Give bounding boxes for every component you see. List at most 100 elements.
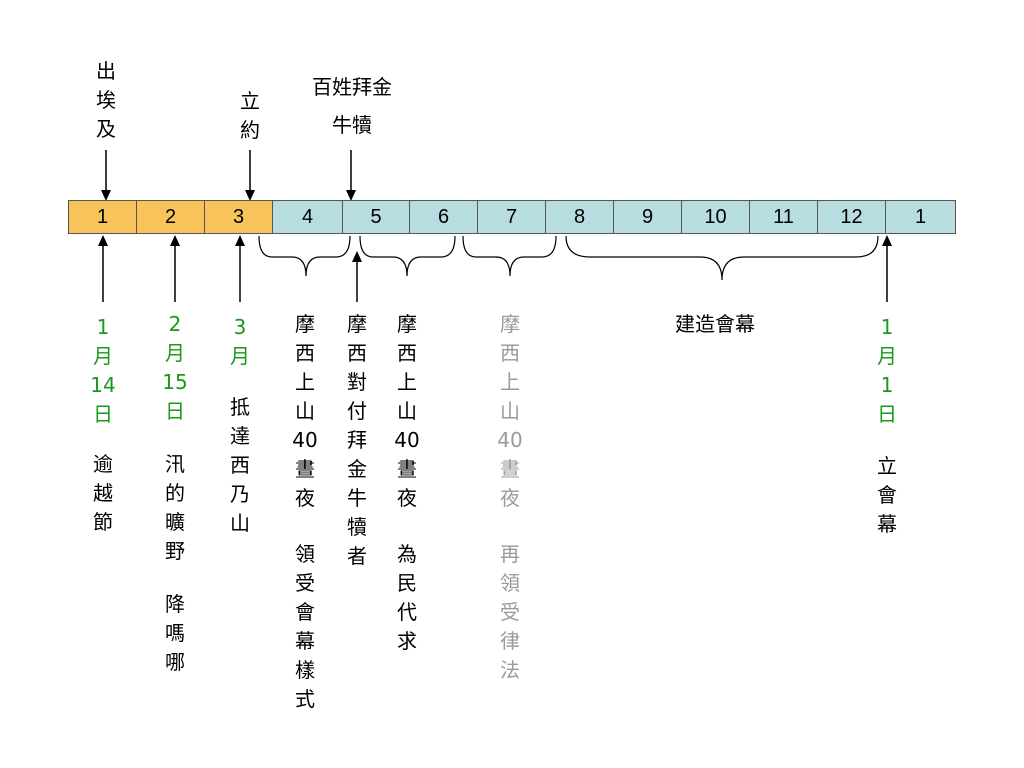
char: 越 (93, 481, 113, 505)
char: 會 (877, 483, 897, 507)
char: 汛 (165, 452, 185, 476)
arrow-1-1-head (882, 235, 892, 246)
label-intercede: 為民代求 (392, 540, 422, 656)
char: 夜 (500, 486, 520, 510)
char: 晝 (500, 457, 520, 481)
char: 受 (295, 571, 315, 595)
char: 摩 (500, 312, 520, 336)
char: 1 (880, 373, 894, 397)
char: 求 (397, 629, 417, 653)
arrow-3-head (235, 235, 245, 246)
char: 月 (165, 341, 185, 365)
arrow-2-15-head (170, 235, 180, 246)
month-cell: 6 (409, 200, 478, 234)
char: 山 (230, 511, 250, 535)
char: 達 (230, 424, 250, 448)
connectors (98, 150, 892, 302)
char: 3 (233, 315, 247, 339)
char: 乃 (230, 482, 250, 506)
char: 晝 (397, 457, 417, 481)
char: 逾 (93, 452, 113, 476)
char: 者 (347, 544, 367, 568)
label-build: 建造會幕 (675, 312, 755, 336)
char: 山 (500, 399, 520, 423)
char: 式 (295, 687, 315, 711)
label-manna: 汛的曠野 (160, 450, 190, 566)
char: 40 (394, 428, 420, 452)
char: 1 (96, 315, 110, 339)
label-passover: 逾越節 (88, 450, 118, 537)
char: 受 (500, 600, 520, 624)
month-cell: 10 (681, 200, 750, 234)
month-cell: 7 (477, 200, 546, 234)
char: 對 (347, 370, 367, 394)
char: 再 (500, 542, 520, 566)
char: 出 (96, 59, 116, 83)
char: 日 (165, 399, 185, 423)
char: 40 (497, 428, 523, 452)
char: 嗎 (165, 621, 185, 645)
char: 2 (168, 312, 182, 336)
char: 日 (93, 402, 113, 426)
char: 西 (295, 341, 315, 365)
label-date-2-15: 2 月 15 日 (160, 310, 190, 426)
char: 40 (292, 428, 318, 452)
char: 抵 (230, 395, 250, 419)
arrow-1-14-head (98, 235, 108, 246)
char: 上 (500, 370, 520, 394)
char: 摩 (397, 312, 417, 336)
char: 金 (347, 457, 367, 481)
brace-moses-40-b (359, 235, 456, 277)
char: 西 (500, 341, 520, 365)
label-law: 再領受律法 (495, 540, 525, 685)
char: 犢 (347, 515, 367, 539)
char: 摩 (295, 312, 315, 336)
month-cell: 8 (545, 200, 614, 234)
label-moses-40-c: 摩西上山 40 晝夜 (495, 310, 525, 513)
arrow-moses-deals-head (352, 251, 362, 262)
char: 約 (240, 118, 260, 142)
char: 15 (162, 370, 188, 394)
month-cell: 1 (68, 200, 137, 234)
char: 山 (295, 399, 315, 423)
char: 民 (397, 571, 417, 595)
label-pattern: 領受會幕樣式 (290, 540, 320, 714)
brace-build (565, 235, 879, 281)
char: 百姓拜 (312, 75, 372, 99)
char: 領 (500, 571, 520, 595)
month-cell: 12 (817, 200, 886, 234)
char: 降 (165, 592, 185, 616)
month-cell: 11 (749, 200, 818, 234)
char: 埃 (96, 88, 116, 112)
label-sinai: 抵達西乃山 (225, 393, 255, 538)
char: 為 (397, 542, 417, 566)
char: 西 (397, 341, 417, 365)
arrow-covenant-head (245, 190, 255, 201)
label-erect: 立會幕 (872, 452, 902, 539)
char: 付 (347, 399, 367, 423)
char: 月 (230, 344, 250, 368)
month-cell: 9 (613, 200, 682, 234)
label-golden-calf: 百姓拜金牛犢 (312, 68, 392, 144)
brace-moses-40-a (258, 235, 351, 277)
label-covenant: 立約 (235, 87, 265, 145)
char: 幕 (877, 512, 897, 536)
char: 西 (230, 453, 250, 477)
char: 領 (295, 542, 315, 566)
arrow-golden-calf-head (346, 190, 356, 201)
char: 月 (877, 344, 897, 368)
month-cell: 4 (272, 200, 343, 234)
char: 律 (500, 629, 520, 653)
char: 及 (96, 117, 116, 141)
char: 西 (347, 341, 367, 365)
arrow-exodus-head (101, 190, 111, 201)
char: 夜 (295, 486, 315, 510)
char: 夜 (397, 486, 417, 510)
month-cell: 3 (204, 200, 273, 234)
